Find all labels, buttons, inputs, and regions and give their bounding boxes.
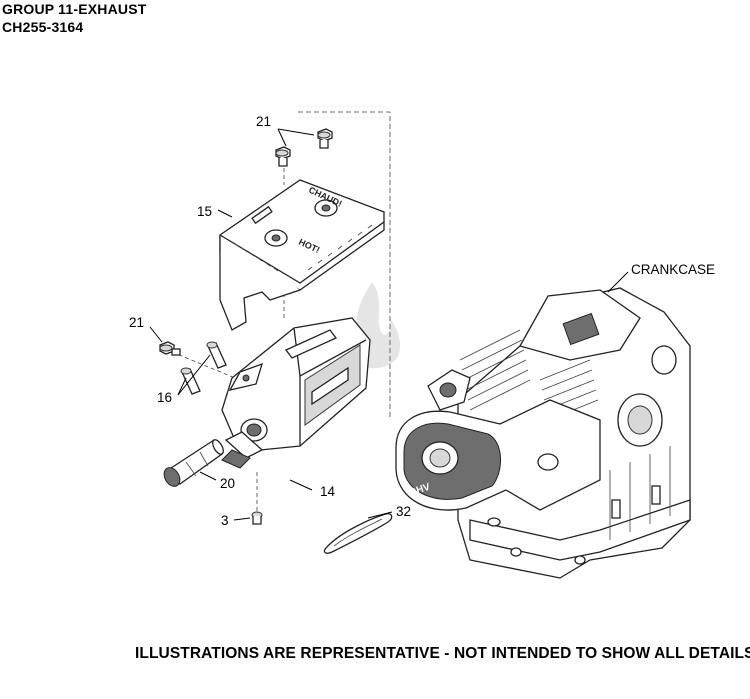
callout-21-left: 21 [129, 315, 144, 330]
engine-model-number: CH255-3164 [2, 19, 84, 35]
part-15-heat-shield[interactable]: CHAUD! HOT! [219, 179, 385, 331]
part-3-screw[interactable] [251, 511, 263, 525]
crankcase-engine[interactable]: OHV [395, 287, 691, 579]
part-20-tailpipe[interactable] [161, 438, 226, 489]
part-21-top-nuts[interactable] [275, 128, 333, 167]
callout-16: 16 [157, 390, 172, 405]
part-16-exhaust-studs[interactable] [180, 341, 227, 395]
callout-21-top: 21 [256, 114, 271, 129]
callout-3: 3 [221, 513, 229, 528]
callout-14: 14 [320, 484, 336, 499]
part-14-muffler[interactable] [221, 317, 371, 469]
callout-crankcase: CRANKCASE [631, 262, 715, 277]
part-32-gasket[interactable] [323, 512, 393, 554]
part-21-left-nut[interactable] [159, 341, 181, 356]
callout-32: 32 [396, 504, 411, 519]
callout-20: 20 [220, 476, 235, 491]
illustration-disclaimer: ILLUSTRATIONS ARE REPRESENTATIVE - NOT I… [135, 645, 750, 662]
callout-leader-lines [149, 128, 629, 521]
callout-15: 15 [197, 204, 212, 219]
diagram-group-title: GROUP 11-EXHAUST [2, 1, 147, 17]
